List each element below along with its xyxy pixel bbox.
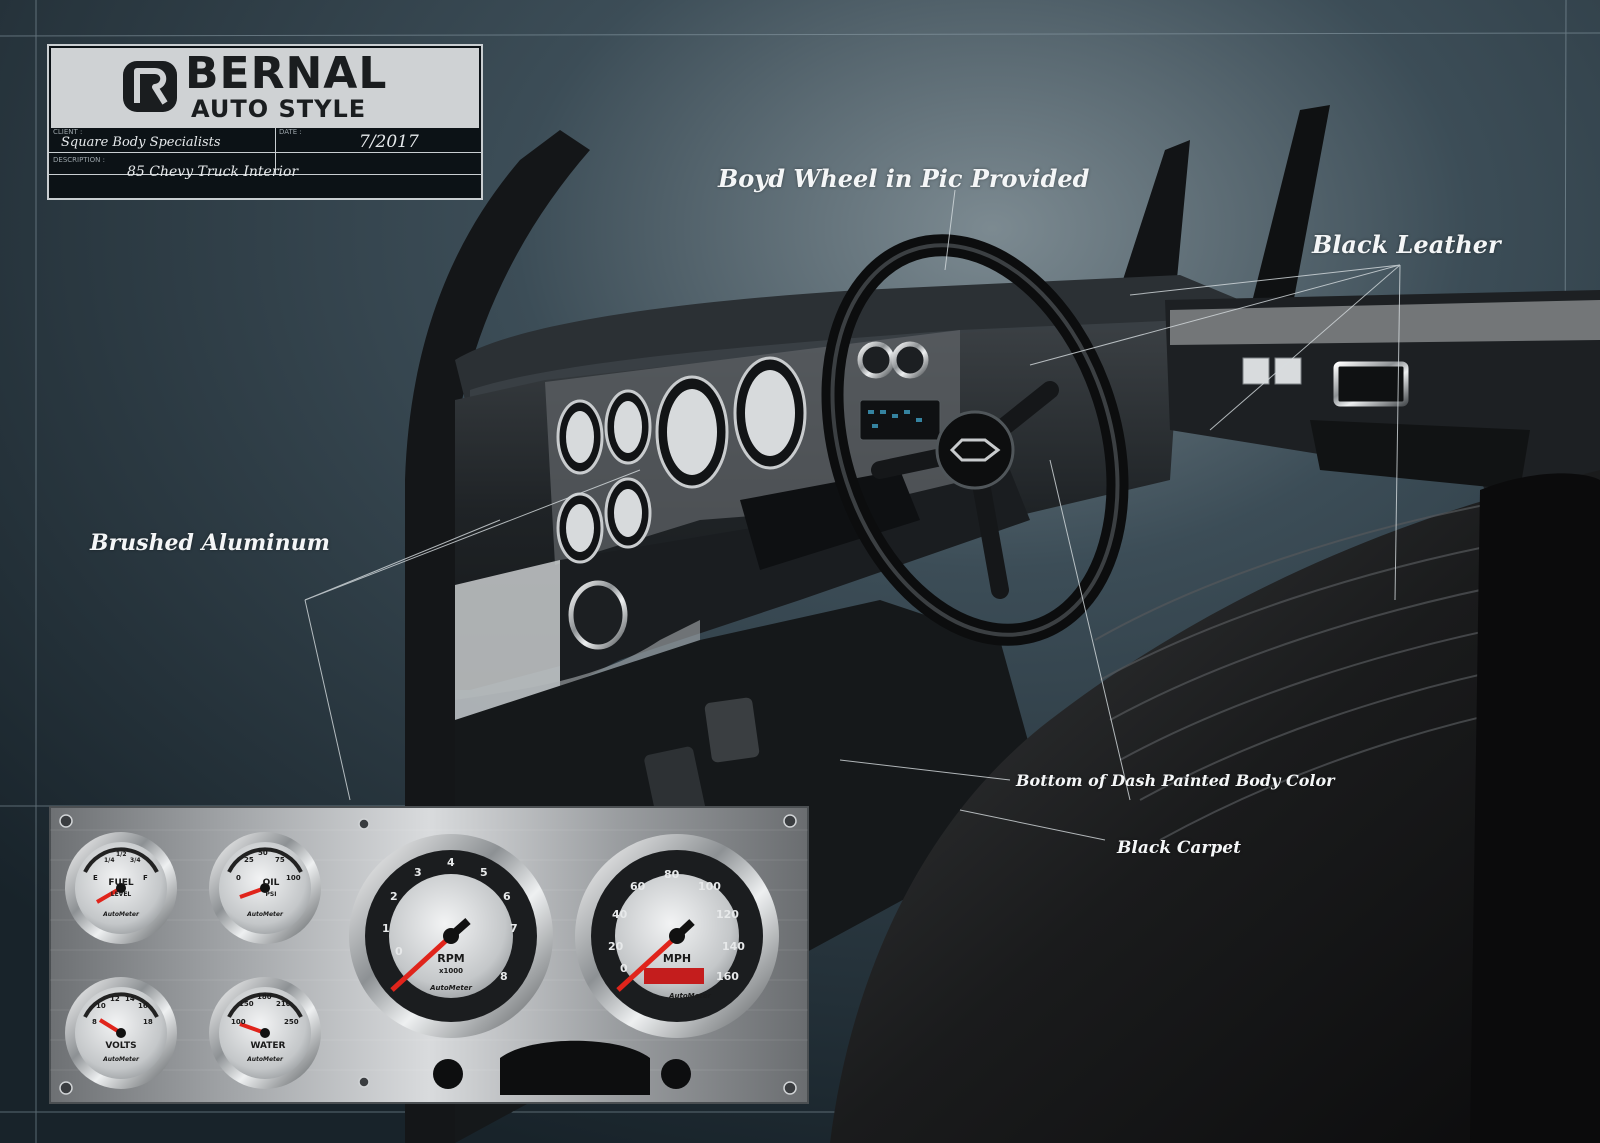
oil-tick-25: 25 xyxy=(244,856,254,864)
fuel-tick-f: F xyxy=(143,874,148,882)
brand-name: BERNAL xyxy=(185,48,388,99)
fuel-tick-e: E xyxy=(93,874,98,882)
fuel-tick-three-quarter: 3/4 xyxy=(130,857,141,864)
mph-tick-160: 160 xyxy=(716,970,739,983)
rpm-label: RPM xyxy=(437,952,464,965)
fuel-sub-label: LEVEL xyxy=(111,891,132,898)
water-label: WATER xyxy=(250,1041,285,1051)
rpm-tick-0: 0 xyxy=(395,945,403,958)
description-label: DESCRIPTION : xyxy=(53,156,105,164)
brake-pedal xyxy=(704,697,760,763)
volts-brand: AutoMeter xyxy=(102,1056,140,1063)
volts-tick-14: 14 xyxy=(125,995,135,1003)
oil-label: OIL xyxy=(263,878,280,888)
odometer-display xyxy=(644,968,704,984)
mph-tick-60: 60 xyxy=(630,880,646,893)
client-label: CLIENT : xyxy=(53,128,83,136)
brand-subtitle: AUTO STYLE xyxy=(191,95,367,123)
fuel-tick-half: 1/2 xyxy=(116,851,127,858)
fuel-brand: AutoMeter xyxy=(102,911,140,918)
dash-vents xyxy=(568,341,929,650)
rpm-sub-label: x1000 xyxy=(439,967,463,975)
volts-gauge xyxy=(65,977,177,1089)
callout-aluminum: Brushed Aluminum xyxy=(90,530,330,556)
mph-tick-40: 40 xyxy=(612,908,628,921)
tachometer xyxy=(349,834,553,1038)
seat-pleats xyxy=(1094,499,1561,841)
callout-lines xyxy=(304,189,1401,841)
callout-dash-bottom: Bottom of Dash Painted Body Color xyxy=(1016,771,1335,790)
volts-tick-16: 16 xyxy=(138,1002,148,1010)
armrest xyxy=(1310,420,1530,490)
fuel-tick-quarter: 1/4 xyxy=(104,857,115,864)
client-value: Square Body Specialists xyxy=(61,135,221,150)
horn-button xyxy=(935,410,1015,490)
bowtie-icon xyxy=(949,438,1001,462)
rpm-tick-7: 7 xyxy=(510,922,518,935)
rpm-tick-6: 6 xyxy=(503,890,511,903)
water-tick-210: 210 xyxy=(276,1000,291,1008)
mph-tick-0: 0 xyxy=(620,962,628,975)
oil-tick-100: 100 xyxy=(286,874,301,882)
panel-hole-left xyxy=(433,1059,463,1089)
windshield-pillar xyxy=(1118,140,1190,300)
callout-carpet: Black Carpet xyxy=(1117,838,1241,858)
oil-sub-label: PSI xyxy=(266,891,277,898)
logo-area: BERNAL AUTO STYLE xyxy=(51,48,479,128)
rpm-brand: AutoMeter xyxy=(429,984,472,992)
column-cutout xyxy=(500,1040,650,1095)
oil-brand: AutoMeter xyxy=(246,911,284,918)
gas-pedal xyxy=(644,746,706,824)
rpm-tick-8: 8 xyxy=(500,970,508,983)
steering-column xyxy=(740,470,920,570)
water-tick-100: 100 xyxy=(231,1018,246,1026)
mph-tick-80: 80 xyxy=(664,868,680,881)
rpm-tick-2: 2 xyxy=(390,890,398,903)
seat-back xyxy=(1470,473,1600,1143)
title-block: BERNAL AUTO STYLE CLIENT : DATE : DESCRI… xyxy=(47,44,483,200)
mph-brand: AutoMeter xyxy=(668,992,711,1000)
volts-label: VOLTS xyxy=(105,1041,136,1051)
volts-tick-18: 18 xyxy=(143,1018,153,1026)
door-handle xyxy=(1333,361,1409,407)
volts-tick-12: 12 xyxy=(110,995,120,1003)
oil-gauge xyxy=(209,832,321,944)
volts-tick-10: 10 xyxy=(96,1002,106,1010)
rpm-tick-5: 5 xyxy=(480,866,488,879)
mph-tick-120: 120 xyxy=(716,908,739,921)
b-pillar xyxy=(1250,105,1330,320)
callout-wheel: Boyd Wheel in Pic Provided xyxy=(718,164,1090,193)
water-brand: AutoMeter xyxy=(246,1056,284,1063)
water-tick-150: 150 xyxy=(239,1000,254,1008)
fuel-gauge xyxy=(65,832,177,944)
rpm-tick-1: 1 xyxy=(382,922,390,935)
bernal-logo-icon xyxy=(123,61,177,112)
water-tick-250: 250 xyxy=(284,1018,299,1026)
bench-seat xyxy=(830,470,1600,1143)
date-label: DATE : xyxy=(279,128,302,136)
oil-tick-75: 75 xyxy=(275,856,285,864)
mph-tick-20: 20 xyxy=(608,940,624,953)
oil-tick-0: 0 xyxy=(236,874,241,882)
rpm-tick-3: 3 xyxy=(414,866,422,879)
mph-tick-140: 140 xyxy=(722,940,745,953)
window-switch-1 xyxy=(1242,357,1270,385)
water-gauge xyxy=(209,977,321,1089)
description-value: 85 Chevy Truck Interior xyxy=(127,164,299,180)
mph-tick-100: 100 xyxy=(698,880,721,893)
lower-dash-left xyxy=(455,560,560,720)
panel-hole-right xyxy=(661,1059,691,1089)
speedometer xyxy=(575,834,779,1038)
date-value: 7/2017 xyxy=(359,132,419,152)
radio xyxy=(859,399,941,441)
fuel-label: FUEL xyxy=(108,878,134,888)
mph-label: MPH xyxy=(663,952,691,965)
volts-tick-8: 8 xyxy=(92,1018,97,1026)
water-tick-180: 180 xyxy=(257,993,272,1001)
oil-tick-50: 50 xyxy=(258,849,268,857)
rpm-tick-4: 4 xyxy=(447,856,455,869)
callout-leather: Black Leather xyxy=(1312,230,1501,259)
